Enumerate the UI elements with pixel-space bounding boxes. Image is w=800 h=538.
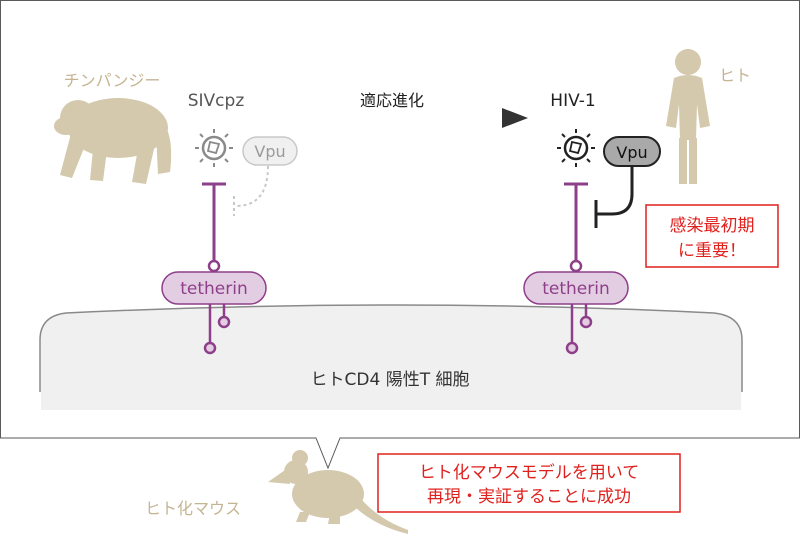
mouse-success-callout [377, 453, 681, 513]
early-infection-line-1: 感染最初期 [670, 216, 755, 236]
human-label: ヒト [719, 66, 751, 85]
tetherin-right-pill [523, 271, 629, 305]
siv-label: SIVcpz [188, 91, 245, 111]
human-silhouette-icon [666, 49, 710, 184]
cell-body-fill [41, 370, 741, 410]
virus-icon [557, 129, 595, 167]
tetherin-left-anchor-top [207, 259, 221, 273]
tetherin-left-label: tetherin [180, 279, 248, 299]
cell-label: ヒトCD4 陽性T 細胞 [311, 370, 470, 390]
chimpanzee-label: チンパンジー [64, 71, 161, 90]
tetherin-right-label: tetherin [542, 279, 610, 299]
adaptation-arrowhead [502, 108, 528, 128]
vpu-left-pill [242, 136, 298, 166]
chimpanzee-icon [54, 98, 172, 184]
tetherin-right-anchor-top [569, 259, 583, 273]
vpu-left-inhibition [235, 165, 269, 207]
vpu-left-label: Vpu [254, 142, 285, 161]
hiv-label: HIV-1 [550, 91, 595, 111]
tetherin-right-knob-1 [579, 315, 593, 329]
tetherin-right-knob-2 [565, 341, 579, 355]
vpu-right-label: Vpu [616, 143, 647, 162]
vpu-right-pill [603, 136, 661, 167]
mouse-icon [268, 450, 408, 534]
tetherin-left-knob-2 [203, 341, 217, 355]
early-infection-line-2: に重要！ [678, 241, 746, 261]
adaptation-label: 適応進化 [360, 91, 424, 110]
virus-icon [195, 129, 233, 167]
mouse-success-line-1: ヒト化マウスモデルを用いて [419, 462, 640, 483]
tetherin-left-knob-1 [217, 315, 231, 329]
tetherin-left-pill [161, 271, 267, 305]
mouse-success-line-2: 再現・実証することに成功 [427, 487, 631, 507]
vpu-right-inhibition [596, 167, 634, 216]
mouse-label: ヒト化マウス [145, 499, 241, 518]
early-infection-callout [645, 204, 779, 268]
